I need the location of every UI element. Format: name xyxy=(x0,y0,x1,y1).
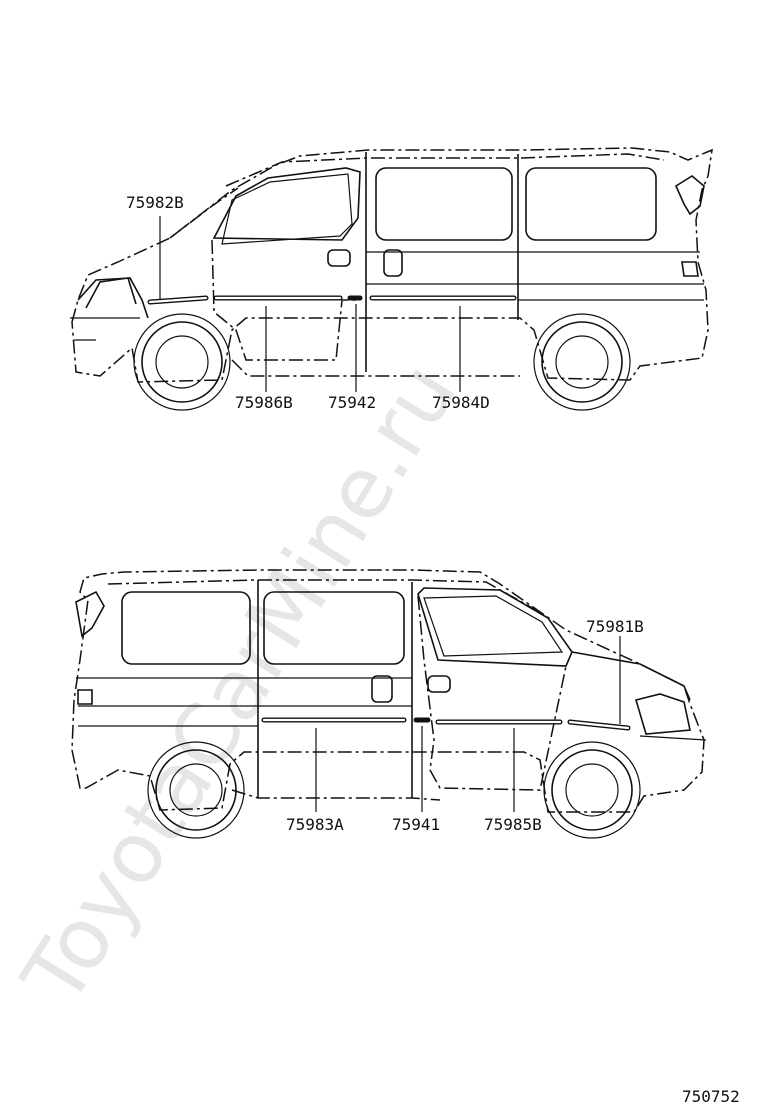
figure-number: 750752 xyxy=(682,1087,740,1106)
callout-75984D: 75984D xyxy=(432,393,490,412)
callout-75981B: 75981B xyxy=(586,617,644,636)
callout-75983A: 75983A xyxy=(286,815,344,834)
callout-75942: 75942 xyxy=(328,393,376,412)
watermark-text: ToyotaCarMine.ru xyxy=(3,346,476,1021)
van-left-side-view xyxy=(70,147,713,411)
side-mouldings-bottom xyxy=(261,717,631,731)
callout-75982B: 75982B xyxy=(126,193,184,212)
side-mouldings-top xyxy=(147,295,517,305)
callout-75985B: 75985B xyxy=(484,815,542,834)
callout-75986B: 75986B xyxy=(235,393,293,412)
callout-75941: 75941 xyxy=(392,815,440,834)
van-right-side-view xyxy=(71,569,707,839)
